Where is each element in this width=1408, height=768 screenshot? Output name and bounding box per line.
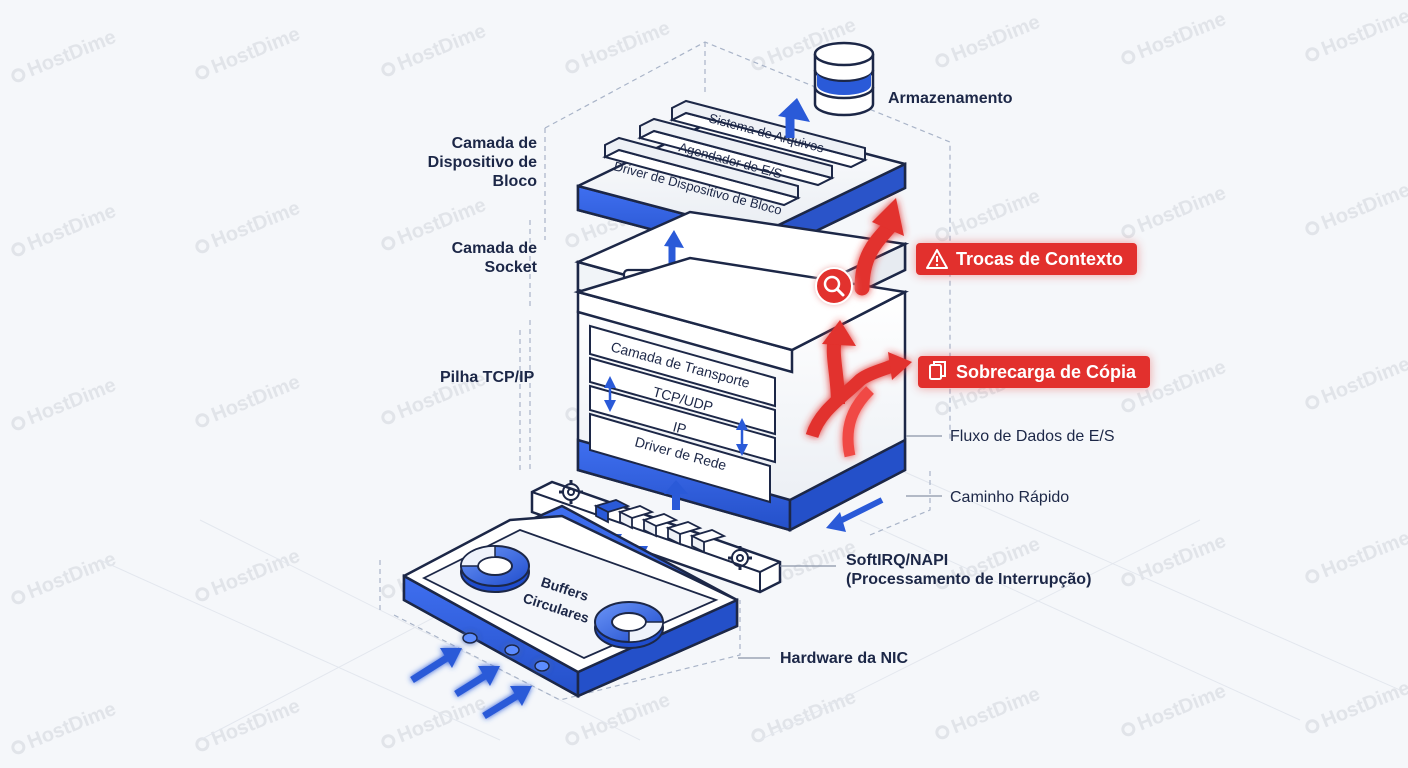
label-fast-path: Caminho Rápido [950,489,1070,506]
badge-copy-overhead: Sobrecarga de Cópia [918,356,1151,388]
label-block-layer-1: Camada de [451,135,537,152]
label-softirq-2: (Processamento de Interrupção) [846,571,1092,588]
copy-icon [929,361,946,380]
label-socket-layer-1: Camada de [451,240,537,257]
softirq-bar [530,480,782,594]
tcpip-stack [573,256,909,533]
search-icon [815,267,853,305]
label-softirq-1: SoftIRQ/NAPI [846,552,949,569]
arrow-to-storage [778,98,810,138]
label-block-layer-3: Bloco [492,173,537,190]
gear-icon [728,546,752,570]
badge-copy-overhead-text: Sobrecarga de Cópia [956,362,1137,382]
tcpip-slot-ip: IP [671,418,688,437]
label-tcpip: Pilha TCP/IP [440,369,535,386]
gear-icon [559,480,583,504]
label-io-flow: Fluxo de Dados de E/S [950,428,1115,445]
warning-icon [926,249,948,269]
dashed-outline [379,41,951,701]
badge-context-switch-text: Trocas de Contexto [956,249,1124,269]
floor-grid [99,469,1401,741]
leader-lines [738,435,942,659]
database-icon [813,41,875,117]
overhead-arrows [805,198,912,458]
label-storage: Armazenamento [888,90,1013,107]
badge-context-switch: Trocas de Contexto [916,243,1138,275]
label-block-layer-2: Dispositivo de [427,154,537,171]
label-socket-layer-2: Socket [484,259,537,276]
label-nic: Hardware da NIC [780,650,909,667]
nic-hardware [402,504,739,719]
